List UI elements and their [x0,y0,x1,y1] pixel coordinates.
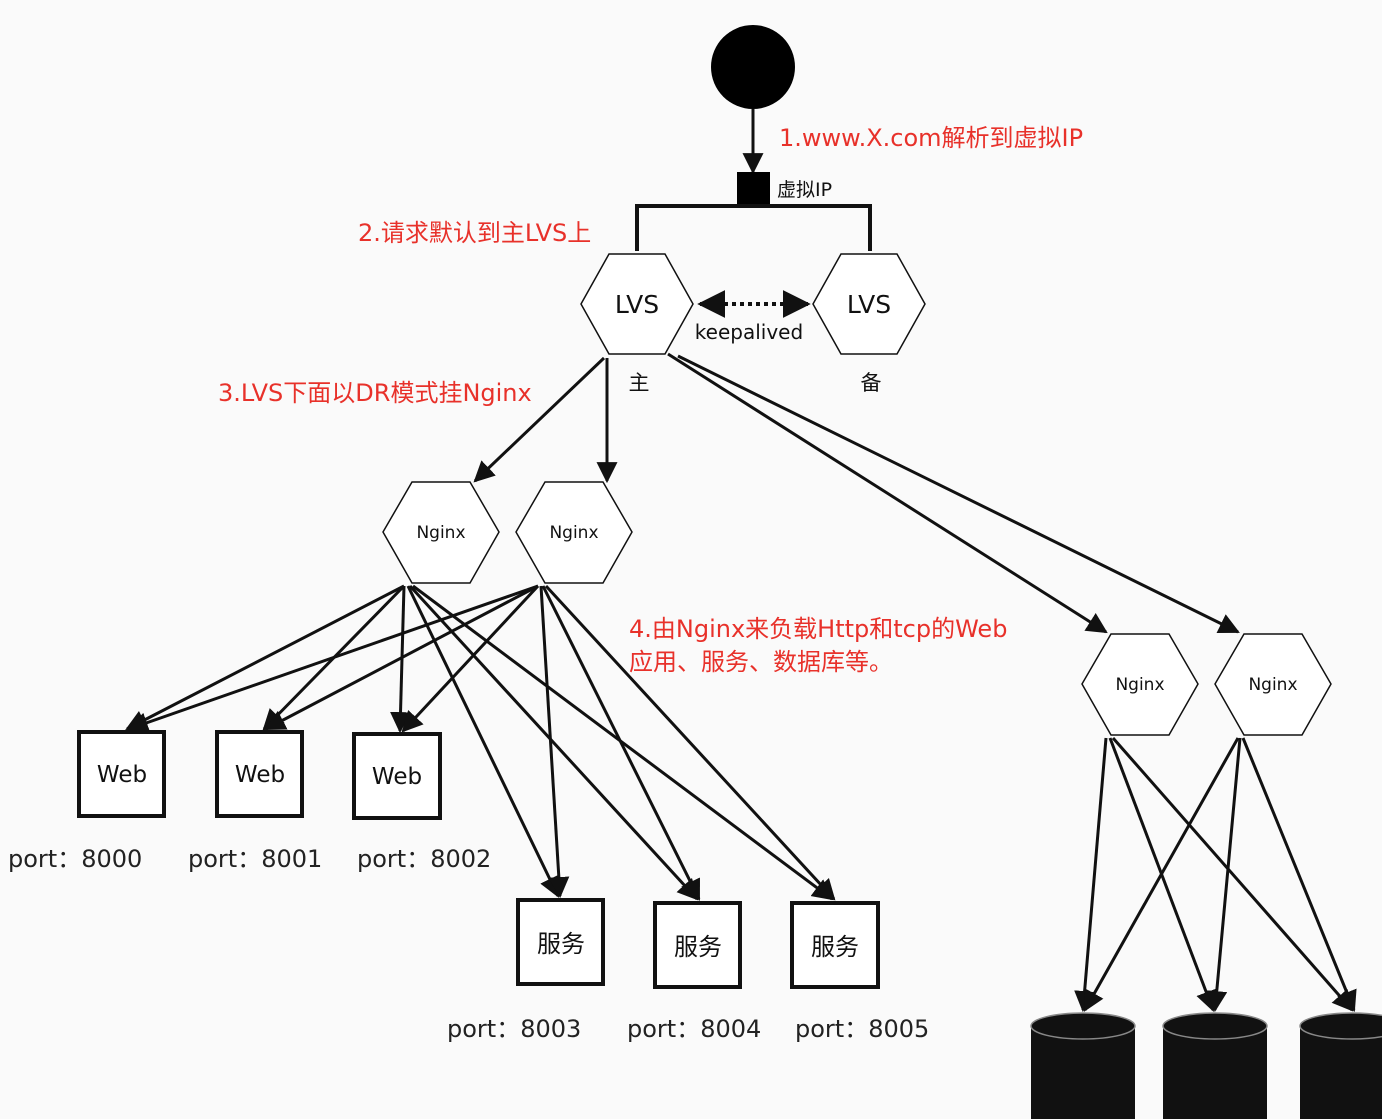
service-label: 服务 [537,930,585,958]
web-label: Web [372,764,422,790]
nginx-label: Nginx [549,523,598,543]
annotation-step-2: 2.请求默认到主LVS上 [358,219,591,247]
web-label: Web [97,762,147,788]
nginx-label: Nginx [416,523,465,543]
database-node-2 [1162,1012,1268,1119]
service-node-3: 服务 [790,901,880,989]
annotation-step-4-line-1: 4.由Nginx来负载Http和tcp的Web [629,615,1007,643]
service-label: 服务 [674,933,722,961]
nginx-to-db-arrows [1074,737,1357,1013]
annotation-step-3: 3.LVS下面以DR模式挂Nginx [218,379,532,407]
web-port-label-2: port：8001 [188,845,322,873]
nginx-node-4: Nginx [1214,633,1332,736]
service-node-1: 服务 [516,898,605,986]
lvs-backup-hexagon [812,253,926,355]
virtual-ip-node [737,172,770,204]
lvs-master-label: LVS [615,290,659,319]
nginx-node-1: Nginx [382,481,500,584]
nginx-label: Nginx [1115,675,1164,695]
service-port-label-3: port：8005 [795,1015,929,1043]
annotation-step-1: 1.www.X.com解析到虚拟IP [779,124,1083,152]
nginx-node-2: Nginx [515,481,633,584]
nginx-node-3: Nginx [1081,633,1199,736]
client-node [711,25,795,109]
keepalived-label: keepalived [695,320,803,344]
nginx-label: Nginx [1248,675,1297,695]
lvs-master-hexagon [580,253,694,355]
vip-bracket [635,204,872,251]
web-node-3: Web [352,732,442,820]
web-port-label-1: port：8000 [8,845,142,873]
database-node-1 [1030,1012,1136,1119]
lvs-to-nginx-arrows [473,352,1240,634]
service-port-label-1: port：8003 [447,1015,581,1043]
lvs-master-role: 主 [629,371,650,395]
nginx-to-app-arrows [125,584,836,901]
web-node-2: Web [215,730,304,818]
web-node-1: Web [77,730,166,818]
web-port-label-3: port：8002 [357,845,491,873]
service-port-label-2: port：8004 [627,1015,761,1043]
database-node-3 [1299,1012,1382,1119]
service-label: 服务 [811,933,859,961]
lvs-backup-label: LVS [847,290,891,319]
web-label: Web [235,762,285,788]
service-node-2: 服务 [653,901,742,989]
virtual-ip-label: 虚拟IP [777,179,832,201]
annotation-step-4-line-2: 应用、服务、数据库等。 [629,648,893,676]
lvs-backup-role: 备 [861,371,882,395]
